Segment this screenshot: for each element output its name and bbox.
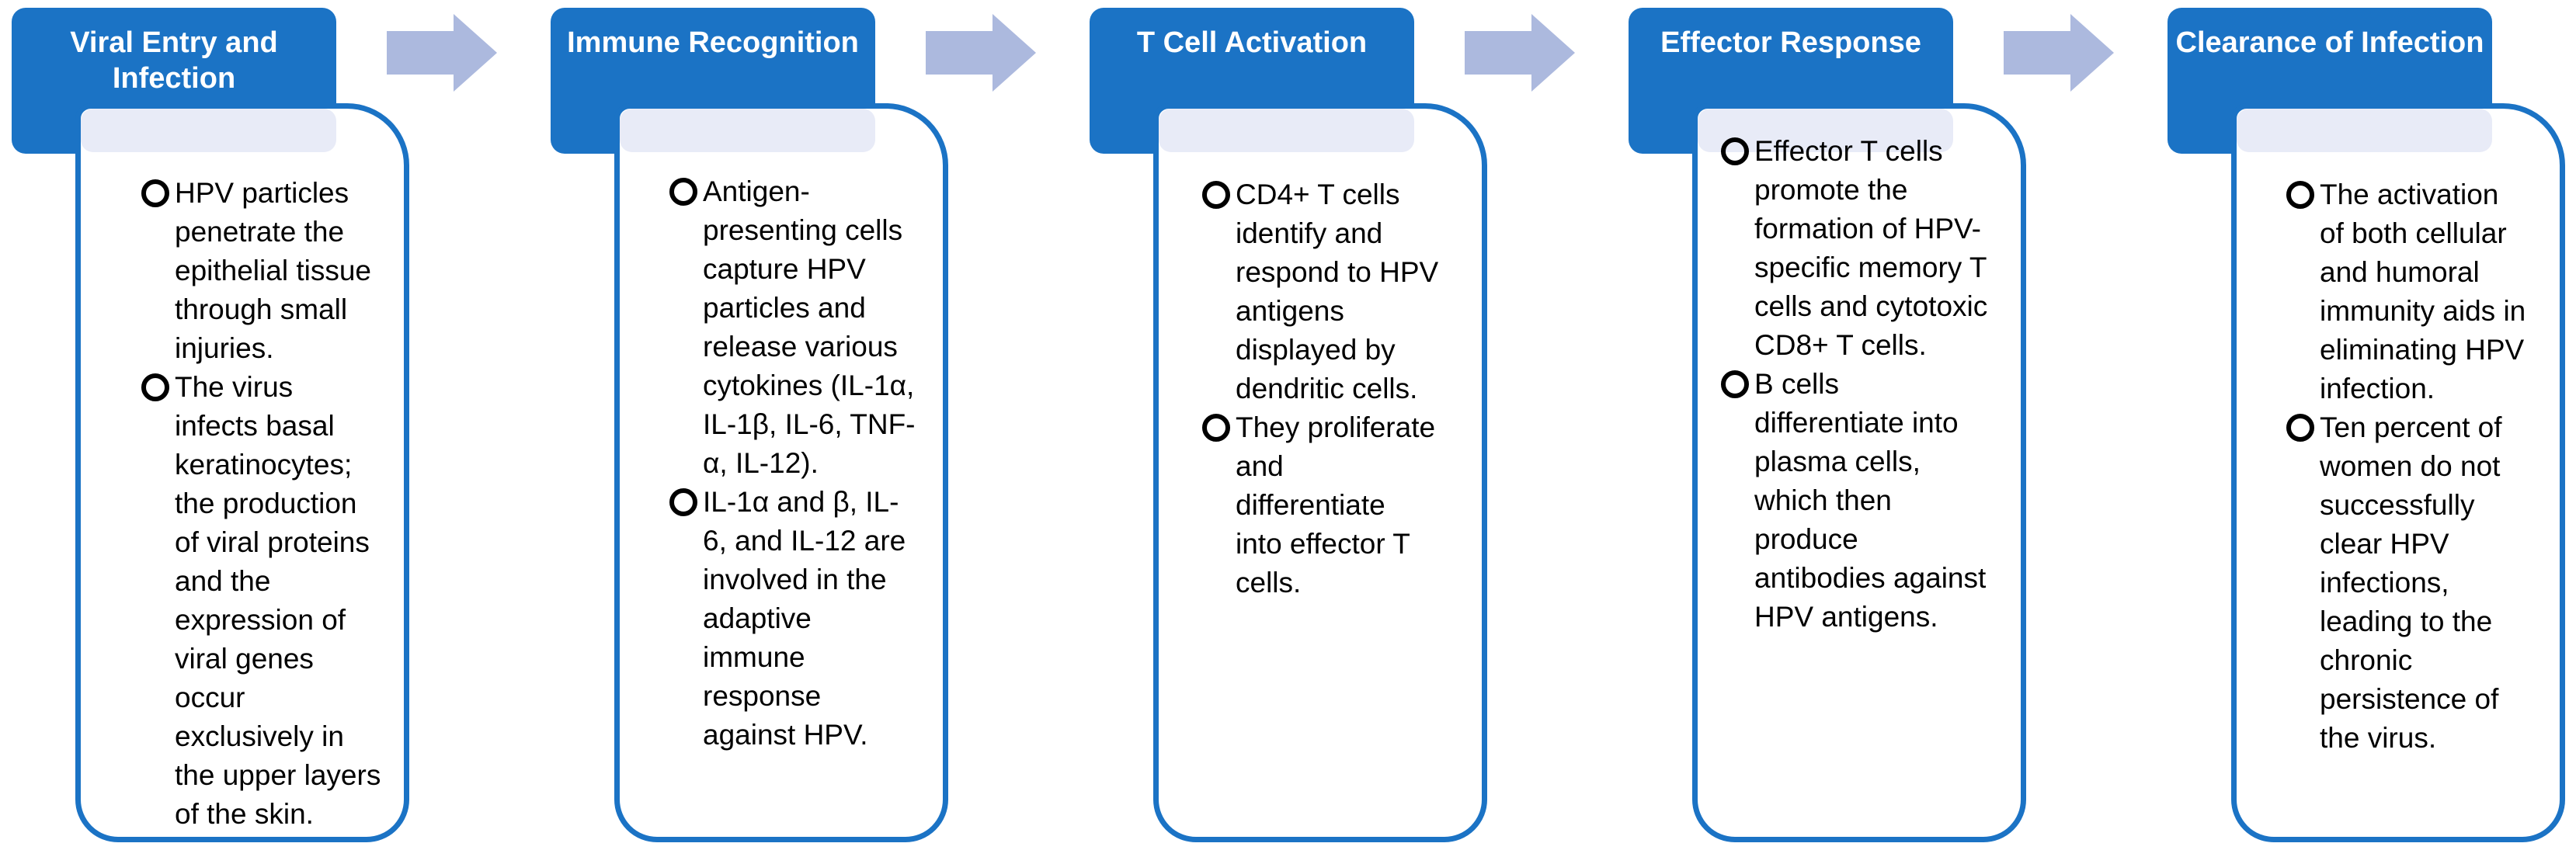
card-header-band: [620, 109, 875, 152]
list-item: Ten percent of women do not successfully…: [2286, 408, 2555, 758]
list-item: Effector T cells promote the formation o…: [1721, 132, 2016, 365]
bullet-text: IL-1α and β, IL- 6, and IL-12 are involv…: [703, 486, 906, 751]
stage-title: T Cell Activation: [1136, 26, 1368, 59]
stage-panel: HPV particles penetrate the epithelial t…: [12, 8, 524, 846]
stage-panel: Antigen- presenting cells capture HPV pa…: [551, 8, 1063, 846]
card-body: CD4+ T cells identify and respond to HPV…: [1159, 109, 1482, 837]
bullet-text: B cells differentiate into plasma cells,…: [1754, 368, 1987, 633]
stage-title: Effector Response: [1660, 26, 1921, 59]
stage-header: Viral Entry and Infection: [12, 8, 336, 154]
circle-bullet-icon: [669, 178, 697, 206]
stage-panel: CD4+ T cells identify and respond to HPV…: [1090, 8, 1602, 846]
bullet-text: They proliferate and differentiate into …: [1236, 411, 1436, 599]
circle-bullet-icon: [141, 373, 169, 401]
stage-panel: The activation of both cellular and humo…: [2168, 8, 2576, 846]
stage-card: Antigen- presenting cells capture HPV pa…: [614, 103, 948, 842]
circle-bullet-icon: [1721, 370, 1749, 398]
bullet-text: CD4+ T cells identify and respond to HPV…: [1236, 179, 1439, 404]
arrow-right-icon: [2004, 14, 2114, 92]
stage-card: CD4+ T cells identify and respond to HPV…: [1153, 103, 1487, 842]
card-header-band: [1159, 109, 1414, 152]
stage-title: Immune Recognition: [567, 26, 859, 59]
list-item: CD4+ T cells identify and respond to HPV…: [1202, 175, 1477, 408]
arrow-right-icon: [926, 14, 1036, 92]
stage-card: HPV particles penetrate the epithelial t…: [75, 103, 409, 842]
circle-bullet-icon: [1202, 181, 1230, 209]
circle-bullet-icon: [1202, 414, 1230, 442]
list-item: IL-1α and β, IL- 6, and IL-12 are involv…: [669, 483, 938, 755]
bullet-text: Antigen- presenting cells capture HPV pa…: [703, 175, 916, 479]
circle-bullet-icon: [2286, 414, 2314, 442]
stage-title: Viral Entry and Infection: [70, 26, 278, 95]
bullet-text: The virus infects basal keratinocytes; t…: [175, 371, 381, 830]
list-item: They proliferate and differentiate into …: [1202, 408, 1477, 602]
stage-title: Clearance of Infection: [2175, 26, 2484, 59]
arrow-right-icon: [387, 14, 497, 92]
circle-bullet-icon: [1721, 137, 1749, 165]
bullet-text: HPV particles penetrate the epithelial t…: [175, 177, 371, 364]
list-item: Antigen- presenting cells capture HPV pa…: [669, 172, 938, 483]
list-item: The activation of both cellular and humo…: [2286, 175, 2555, 408]
stage-card: Effector T cells promote the formation o…: [1692, 103, 2026, 842]
list-item: HPV particles penetrate the epithelial t…: [141, 174, 399, 368]
card-body: The activation of both cellular and humo…: [2237, 109, 2560, 837]
card-header-band: [2237, 109, 2492, 152]
bullet-text: Ten percent of women do not successfully…: [2320, 411, 2502, 754]
card-body: HPV particles penetrate the epithelial t…: [81, 109, 404, 837]
stage-panel: Effector T cells promote the formation o…: [1629, 8, 2141, 846]
circle-bullet-icon: [669, 488, 697, 516]
card-header-band: [81, 109, 336, 152]
card-body: Antigen- presenting cells capture HPV pa…: [620, 109, 943, 837]
circle-bullet-icon: [141, 179, 169, 207]
list-item: The virus infects basal keratinocytes; t…: [141, 368, 399, 834]
arrow-right-icon: [1465, 14, 1575, 92]
bullet-text: Effector T cells promote the formation o…: [1754, 135, 1988, 361]
card-body: Effector T cells promote the formation o…: [1698, 109, 2021, 837]
list-item: B cells differentiate into plasma cells,…: [1721, 365, 2016, 637]
bullet-text: The activation of both cellular and humo…: [2320, 179, 2526, 404]
stage-card: The activation of both cellular and humo…: [2231, 103, 2565, 842]
circle-bullet-icon: [2286, 181, 2314, 209]
